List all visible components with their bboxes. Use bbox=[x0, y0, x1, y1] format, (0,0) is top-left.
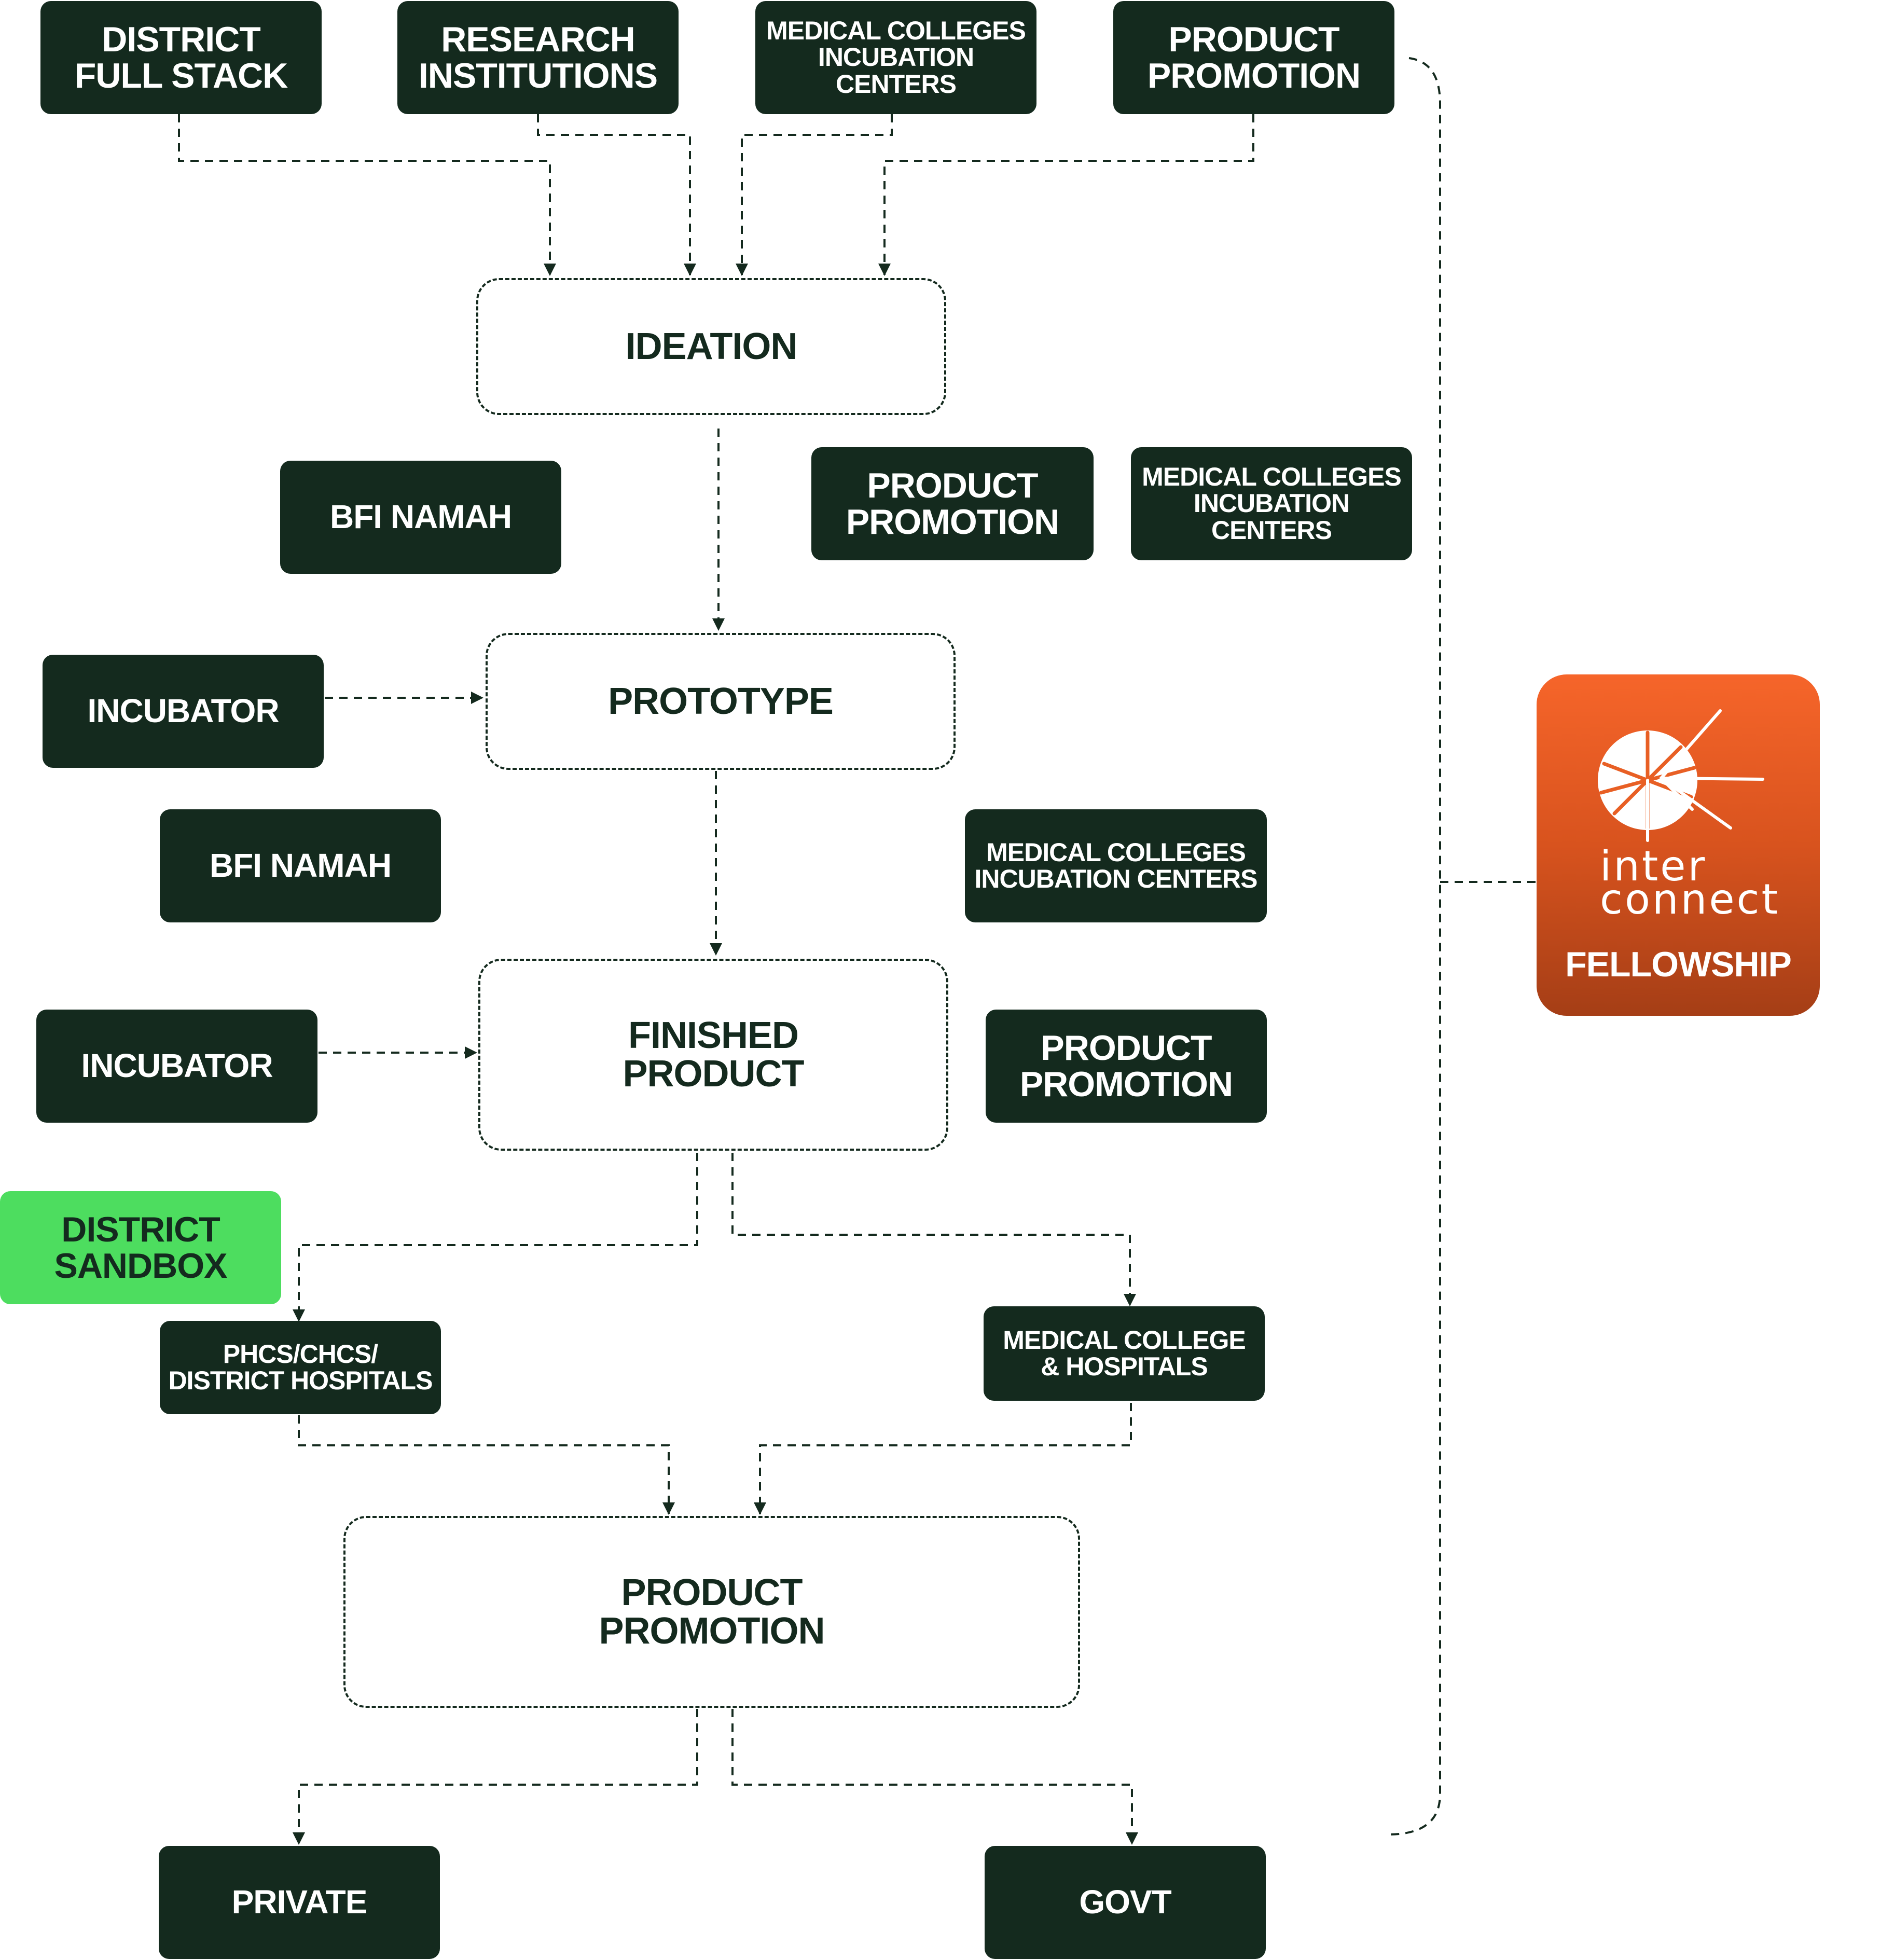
connector-promotion-to-ideation bbox=[878, 114, 1254, 276]
outcome-govt: GOVT bbox=[985, 1846, 1266, 1959]
stage-finished-product: FINISHED PRODUCT bbox=[478, 959, 948, 1151]
support-product-promotion-finished: PRODUCT PROMOTION bbox=[986, 1010, 1267, 1123]
connector-phcs-to-promotion bbox=[298, 1415, 675, 1515]
connector-medical-to-promotion bbox=[754, 1403, 1132, 1515]
source-district-full-stack: DISTRICT FULL STACK bbox=[40, 1, 322, 114]
brand-connect-text: connect bbox=[1600, 875, 1780, 923]
outcome-private: PRIVATE bbox=[159, 1846, 440, 1959]
support-medical-colleges-prototype: MEDICAL COLLEGES INCUBATION CENTERS bbox=[965, 809, 1267, 922]
connector-promotion-to-private bbox=[293, 1709, 698, 1845]
connector-promotion-to-govt bbox=[731, 1709, 1138, 1845]
support-incubator-prototype: INCUBATOR bbox=[43, 655, 324, 768]
source-product-promotion: PRODUCT PROMOTION bbox=[1113, 1, 1394, 114]
stage-product-promotion: PRODUCT PROMOTION bbox=[343, 1516, 1080, 1708]
brand-inter-text: inter bbox=[1600, 842, 1707, 890]
connector-fellowship-loop bbox=[1388, 57, 1441, 1835]
validation-medical-college-hospitals: MEDICAL COLLEGE & HOSPITALS bbox=[984, 1306, 1265, 1401]
burst-circle-icon bbox=[1598, 709, 1764, 842]
source-research-institutions: RESEARCH INSTITUTIONS bbox=[397, 1, 679, 114]
fellowship-label: FELLOWSHIP bbox=[1565, 945, 1792, 984]
connector-research-to-ideation bbox=[537, 114, 696, 276]
support-bfi-namah-prototype: BFI NAMAH bbox=[160, 809, 441, 922]
support-incubator-finished: INCUBATOR bbox=[36, 1010, 317, 1123]
support-product-promotion-ideation: PRODUCT PROMOTION bbox=[811, 447, 1094, 560]
stage-ideation: IDEATION bbox=[476, 278, 946, 415]
connector-medical-to-ideation bbox=[736, 114, 893, 276]
support-bfi-namah-ideation: BFI NAMAH bbox=[280, 461, 561, 574]
district-sandbox: DISTRICT SANDBOX bbox=[0, 1191, 281, 1304]
stage-prototype: PROTOTYPE bbox=[486, 633, 956, 770]
validation-phcs-chcs: PHCS/CHCS/ DISTRICT HOSPITALS bbox=[160, 1321, 441, 1414]
support-medical-colleges-ideation: MEDICAL COLLEGES INCUBATION CENTERS bbox=[1131, 447, 1412, 560]
connector-district-to-ideation bbox=[178, 114, 556, 276]
connector-finished-to-phcs bbox=[293, 1153, 698, 1322]
connector-finished-to-medical bbox=[731, 1153, 1136, 1306]
source-medical-colleges-incubation: MEDICAL COLLEGES INCUBATION CENTERS bbox=[755, 1, 1036, 114]
fellowship-badge: inter connect FELLOWSHIP bbox=[1537, 674, 1820, 1016]
